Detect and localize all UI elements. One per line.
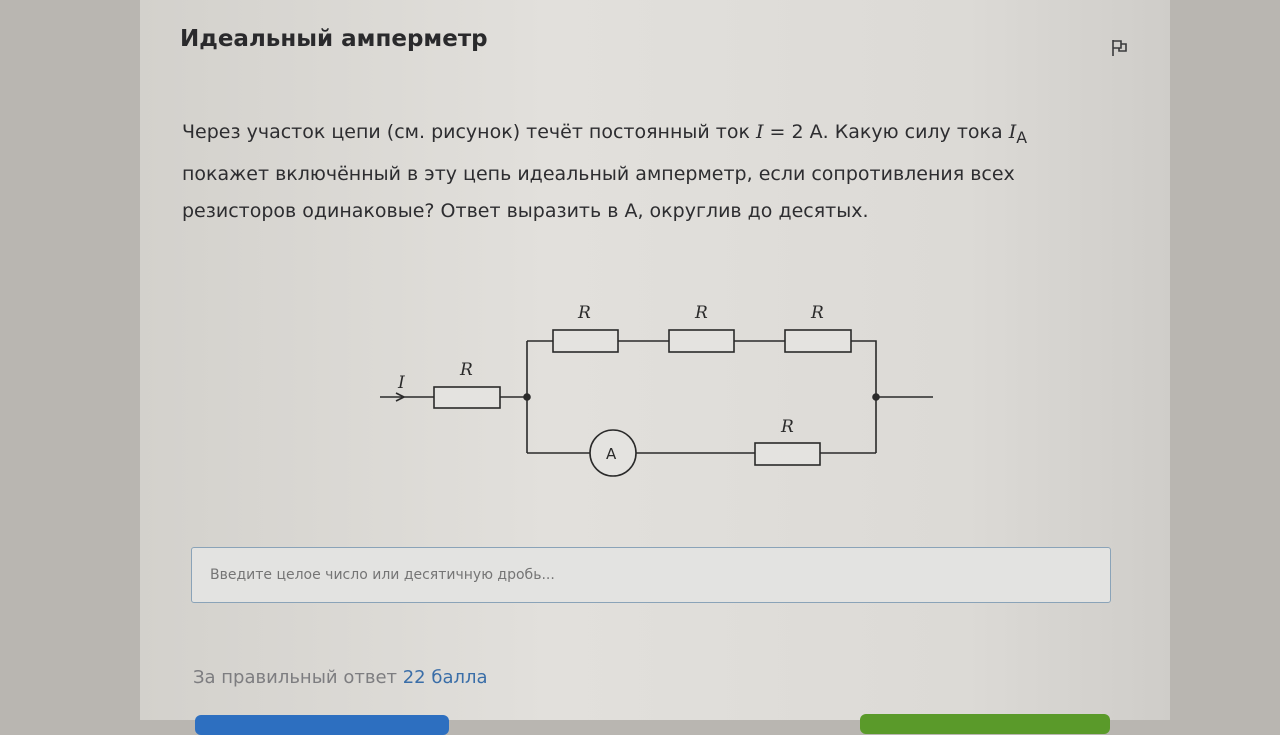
resistor <box>552 329 619 353</box>
circuit-diagram: I R R R R R A <box>380 303 933 477</box>
resistor <box>784 329 852 353</box>
flag-icon[interactable] <box>1110 38 1130 58</box>
resistor-label: R <box>459 360 473 380</box>
resistor-label: R <box>780 417 794 437</box>
primary-button[interactable] <box>195 715 449 735</box>
task-page: Идеальный амперметр Через участок цепи (… <box>140 0 1170 735</box>
question-text: Через участок цепи (см. рисунок) течёт п… <box>182 121 1028 222</box>
current-label: I <box>397 373 405 393</box>
resistor-label: R <box>694 303 708 323</box>
resistor-label: R <box>810 303 824 323</box>
points-info: За правильный ответ 22 балла <box>193 667 488 688</box>
resistor <box>433 386 501 409</box>
page-title: Идеальный амперметр <box>180 26 488 52</box>
points-value: 22 балла <box>402 667 488 688</box>
answer-input[interactable] <box>191 547 1111 603</box>
submit-button[interactable] <box>860 714 1110 734</box>
ammeter <box>589 429 637 477</box>
ammeter-label: A <box>606 445 617 463</box>
resistor-label: R <box>577 303 591 323</box>
resistor <box>668 329 735 353</box>
resistor <box>754 442 821 466</box>
